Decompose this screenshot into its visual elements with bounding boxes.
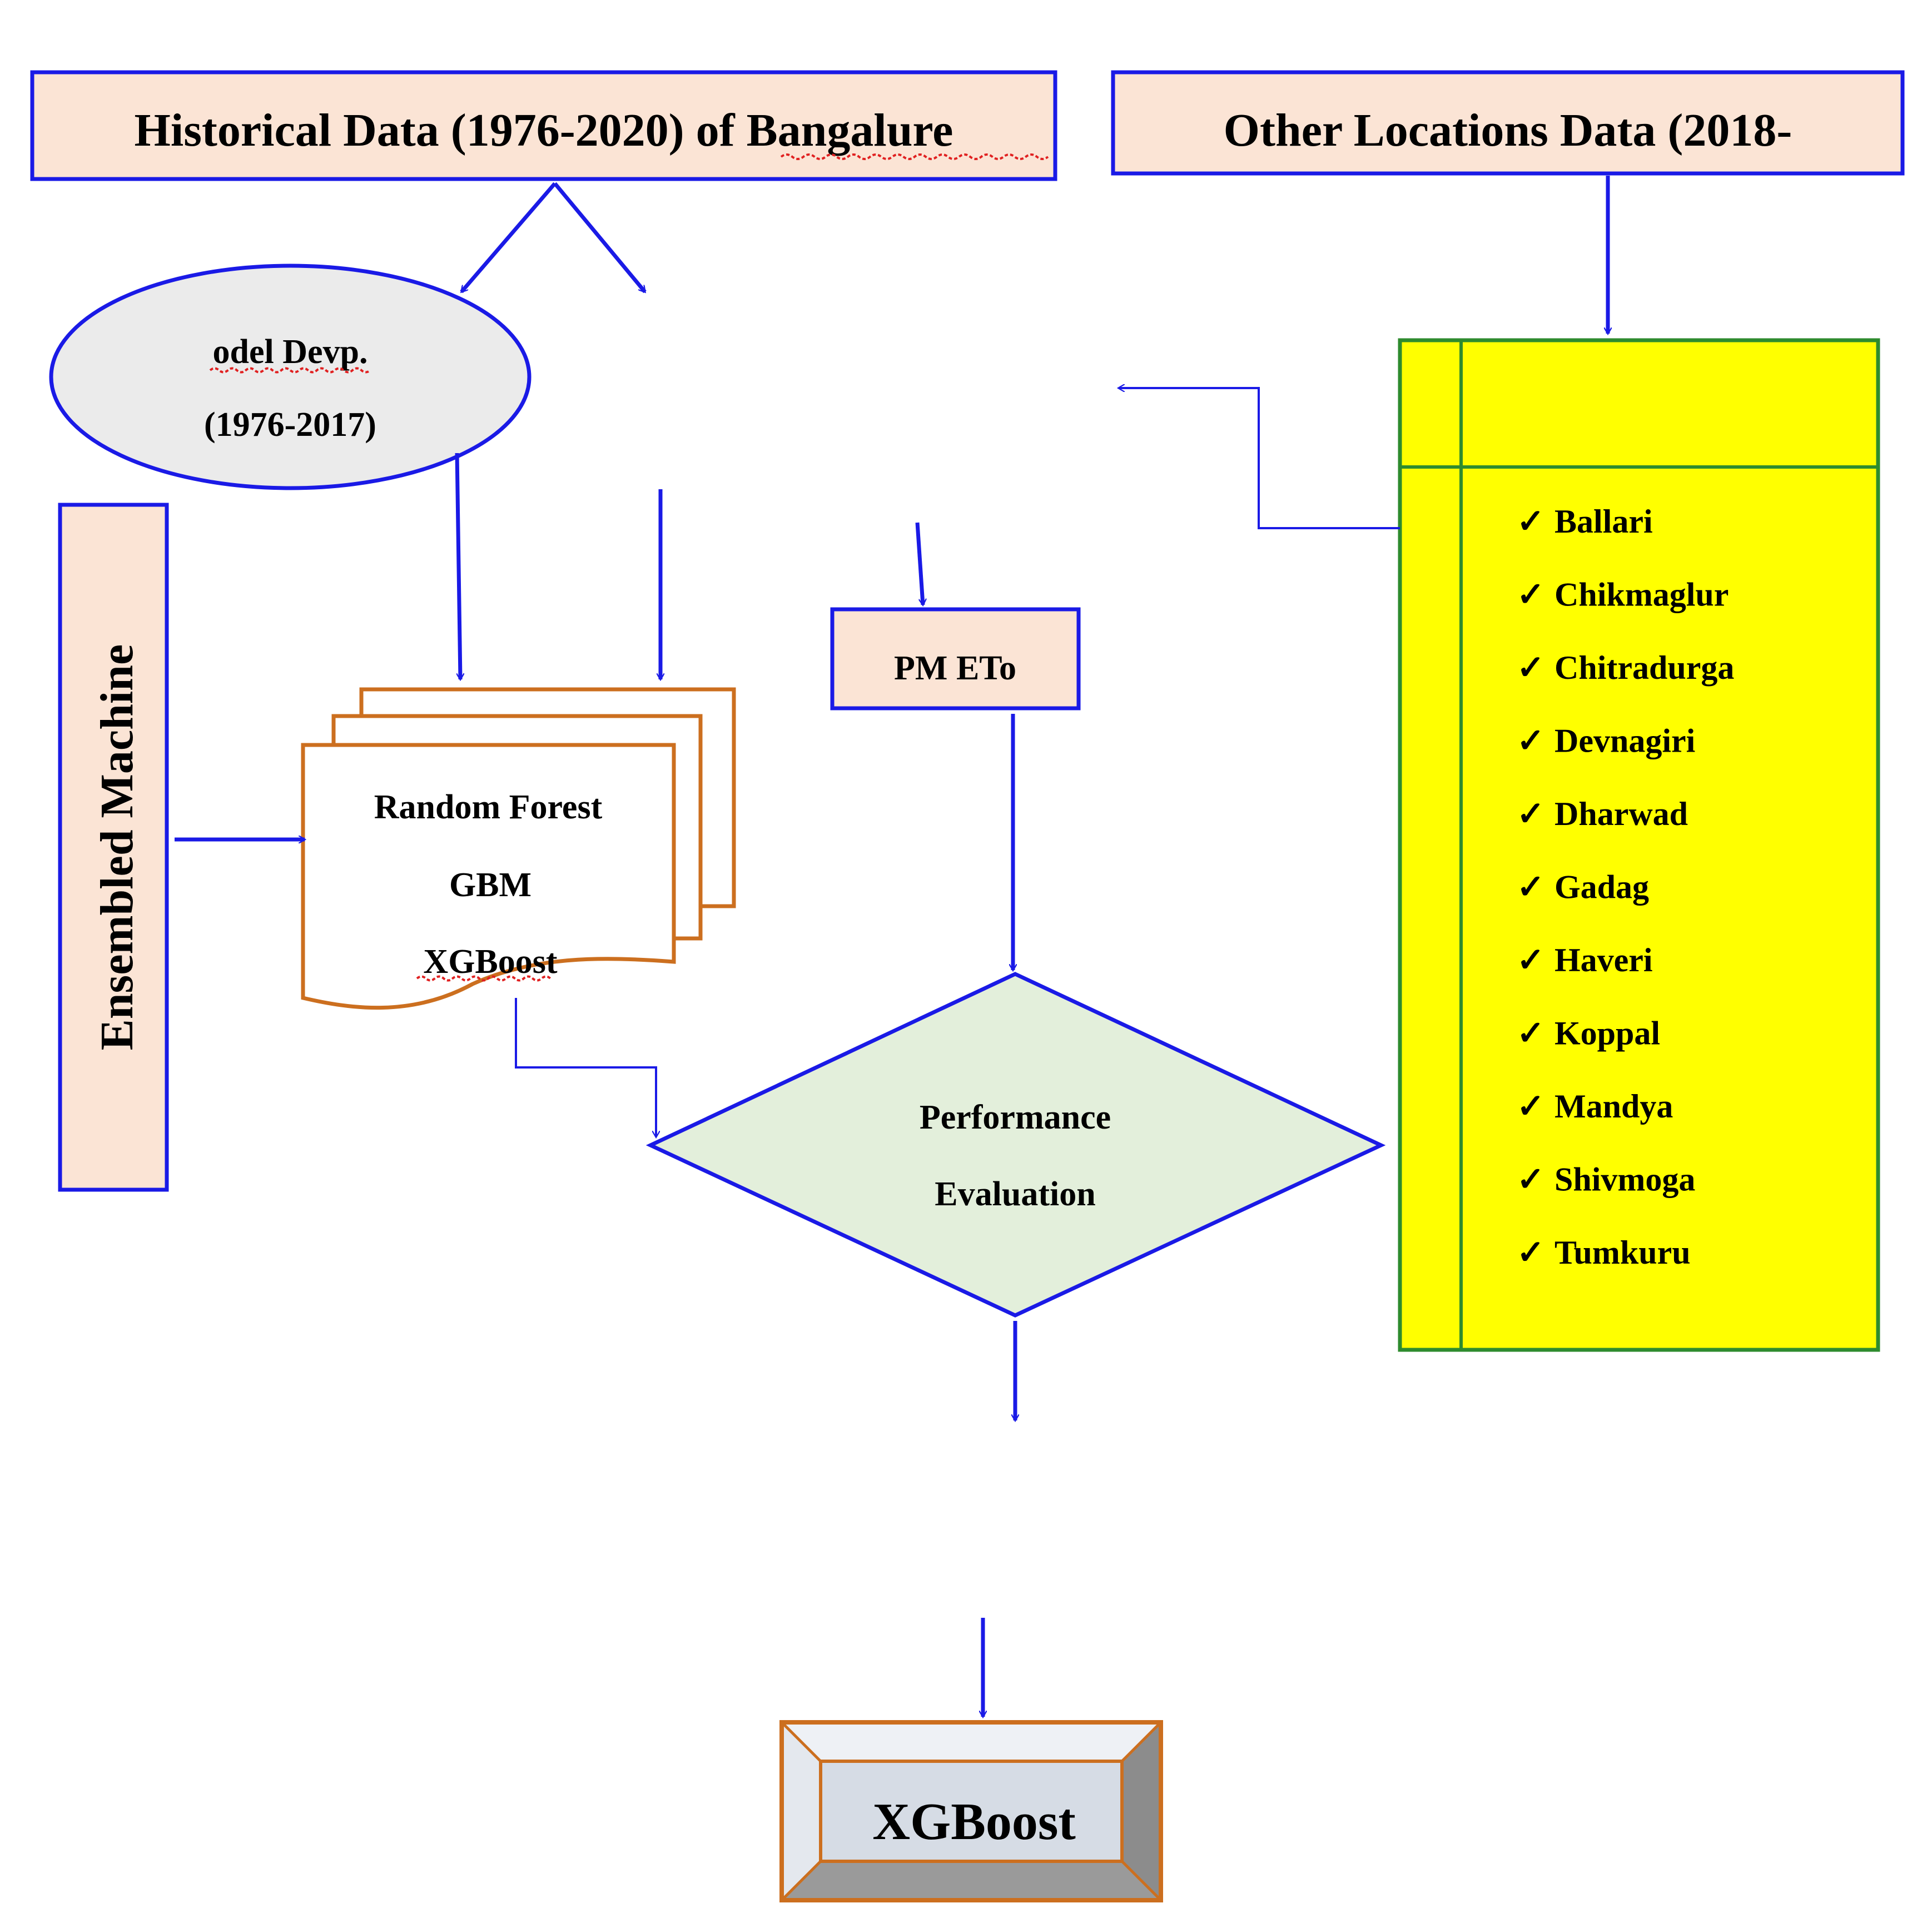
- historical-data-box: Historical Data (1976-2020) of Bangalure: [30, 70, 1057, 181]
- models-document-stack: Random Forest GBM XGBoost: [301, 687, 736, 1010]
- model-xgboost: XGBoost: [423, 943, 557, 981]
- final-xgboost-box: XGBoost: [779, 1720, 1163, 1902]
- location-item: Tumkuru: [1554, 1234, 1691, 1271]
- arrow-historical-to-ellipse: [460, 182, 557, 292]
- locations-list-panel: ✓ Ballari ✓ Chikmaglur ✓ Chitradurga ✓ Devnagir…: [1398, 338, 1880, 1352]
- connectors: [175, 176, 1608, 1717]
- ensembled-machine-label: Ensembled Machine: [91, 644, 143, 1050]
- final-xgboost-label: XGBoost: [872, 1793, 1076, 1851]
- location-item: Haveri: [1554, 942, 1653, 978]
- check-icon: ✓: [1517, 1161, 1544, 1198]
- arrow-to-pm-eto: [915, 522, 923, 605]
- location-item: Chitradurga: [1554, 649, 1734, 686]
- performance-evaluation-diamond: Performance Evaluation: [645, 972, 1386, 1318]
- model-development-label: odel Devp.: [213, 333, 368, 371]
- other-locations-label: Other Locations Data (2018-: [1224, 105, 1792, 156]
- model-gbm: GBM: [449, 866, 532, 904]
- check-icon: ✓: [1517, 1088, 1544, 1125]
- arrow-ellipse-to-models: [455, 453, 460, 679]
- location-item: Shivmoga: [1554, 1161, 1695, 1198]
- location-item: Ballari: [1554, 503, 1653, 540]
- performance-label: Performance: [920, 1099, 1111, 1136]
- check-icon: ✓: [1517, 869, 1544, 906]
- arrow-models-to-performance: [515, 998, 656, 1137]
- other-locations-box: Other Locations Data (2018-: [1111, 70, 1905, 176]
- location-item: Chikmaglur: [1554, 577, 1729, 613]
- location-items: ✓ Ballari ✓ Chikmaglur ✓ Chitradurga ✓ Devnagir…: [1517, 503, 1734, 1271]
- location-item: Devnagiri: [1554, 723, 1695, 759]
- model-development-years: (1976-2017): [204, 406, 376, 444]
- pm-eto-label: PM ETo: [894, 649, 1016, 687]
- check-icon: ✓: [1517, 796, 1544, 832]
- location-item: Koppal: [1554, 1015, 1660, 1052]
- arrow-list-to-center: [1119, 388, 1400, 529]
- location-item: Dharwad: [1554, 796, 1688, 832]
- historical-data-label: Historical Data (1976-2020) of Bangalure: [135, 105, 953, 156]
- check-icon: ✓: [1517, 577, 1544, 613]
- check-icon: ✓: [1517, 1234, 1544, 1271]
- model-random-forest: Random Forest: [374, 788, 603, 826]
- check-icon: ✓: [1517, 649, 1544, 686]
- evaluation-label: Evaluation: [935, 1175, 1095, 1213]
- model-development-ellipse: odel Devp. (1976-2017): [49, 264, 532, 490]
- check-icon: ✓: [1517, 723, 1544, 759]
- check-icon: ✓: [1517, 942, 1544, 978]
- location-item: Mandya: [1554, 1088, 1673, 1125]
- pm-eto-box: PM ETo: [830, 607, 1081, 710]
- location-item: Gadag: [1554, 869, 1649, 906]
- check-icon: ✓: [1517, 503, 1544, 540]
- ensembled-machine-box: Ensembled Machine: [58, 503, 169, 1192]
- arrow-historical-to-right: [553, 182, 647, 292]
- check-icon: ✓: [1517, 1015, 1544, 1052]
